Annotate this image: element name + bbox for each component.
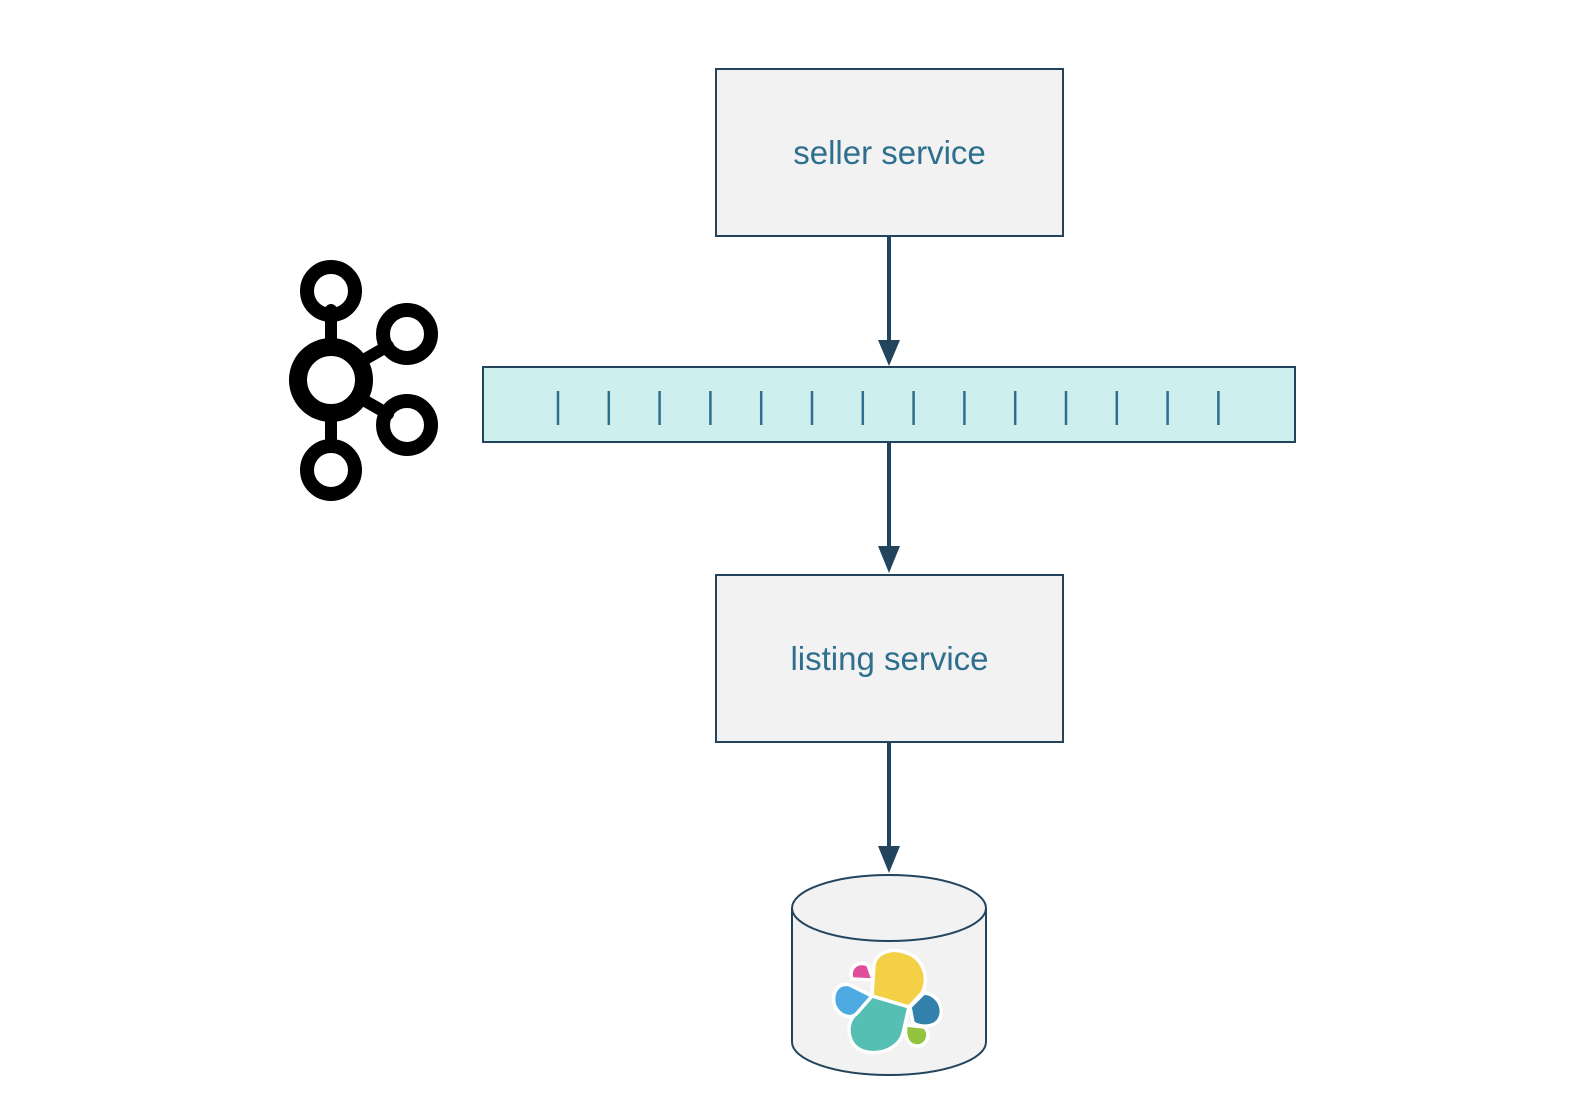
kafka-icon (289, 260, 438, 501)
edge-listing-to-datastore (878, 743, 900, 873)
topic-partition-marks (556, 391, 1220, 425)
edge-topic-to-listing (878, 442, 900, 573)
seller-service-label: seller service (793, 133, 986, 171)
elasticsearch-icon (831, 948, 944, 1055)
listing-service-label: listing service (790, 639, 989, 677)
edge-seller-to-topic (878, 237, 900, 366)
kafka-topic-queue (482, 366, 1296, 443)
listing-service-box: listing service (715, 574, 1064, 743)
seller-service-box: seller service (715, 68, 1064, 237)
topic-bar (482, 366, 1296, 443)
